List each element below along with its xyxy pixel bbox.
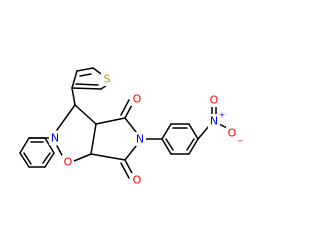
bond <box>188 138 199 155</box>
atom-oxygen-nitro-right: O − <box>226 126 243 146</box>
structure-diagram: S O N O N O N + O <box>19 67 243 187</box>
atom-label: N <box>210 115 218 128</box>
charge-plus: + <box>219 111 226 120</box>
bond <box>23 152 32 165</box>
bond <box>165 138 174 151</box>
bond <box>161 123 172 140</box>
atom-label: O <box>133 174 142 187</box>
atom-label: S <box>104 73 111 86</box>
atom-nitrogen-ring: N <box>49 131 61 145</box>
bond <box>42 152 51 164</box>
bond <box>120 99 130 116</box>
atom-label: O <box>210 94 219 107</box>
atom-label: O <box>228 127 237 140</box>
bond <box>186 138 195 151</box>
molecule-canvas: S O N O N O N + O <box>19 67 244 187</box>
bond <box>188 123 199 140</box>
bond <box>19 137 30 154</box>
atom-labels: S O N O N O N + O <box>49 72 243 187</box>
bond <box>124 117 137 133</box>
bond <box>71 87 76 106</box>
bond <box>79 73 92 77</box>
bonds <box>19 67 230 179</box>
atom-label: O <box>133 93 142 106</box>
atom-sulfur: S <box>101 72 113 86</box>
bond <box>124 145 137 161</box>
atom-oxygen-carbonyl-bottom: O <box>131 173 143 187</box>
atom-nitrogen-imide: N <box>134 132 146 146</box>
bond <box>120 162 130 179</box>
bond <box>75 83 99 86</box>
bond <box>44 137 55 154</box>
charge-minus: − <box>237 137 244 146</box>
bond <box>71 70 78 89</box>
bond <box>95 117 126 125</box>
bond <box>197 125 210 140</box>
atom-label: N <box>136 133 144 146</box>
atom-oxygen-ring: O <box>62 155 74 169</box>
atom-nitrogen-nitro: N + <box>208 111 226 128</box>
bond <box>73 153 92 162</box>
atom-label: N <box>51 132 59 145</box>
bond <box>161 138 172 155</box>
bond <box>90 153 126 161</box>
atom-oxygen-nitro-top: O <box>208 93 220 107</box>
atom-label: O <box>64 156 73 169</box>
atom-oxygen-carbonyl-top: O <box>131 92 143 106</box>
bond <box>76 67 94 72</box>
bond <box>19 152 30 168</box>
bond <box>71 87 102 90</box>
bond <box>44 152 55 168</box>
bond <box>74 104 97 125</box>
bond <box>90 123 97 155</box>
bond <box>124 159 134 176</box>
bond <box>56 104 76 131</box>
